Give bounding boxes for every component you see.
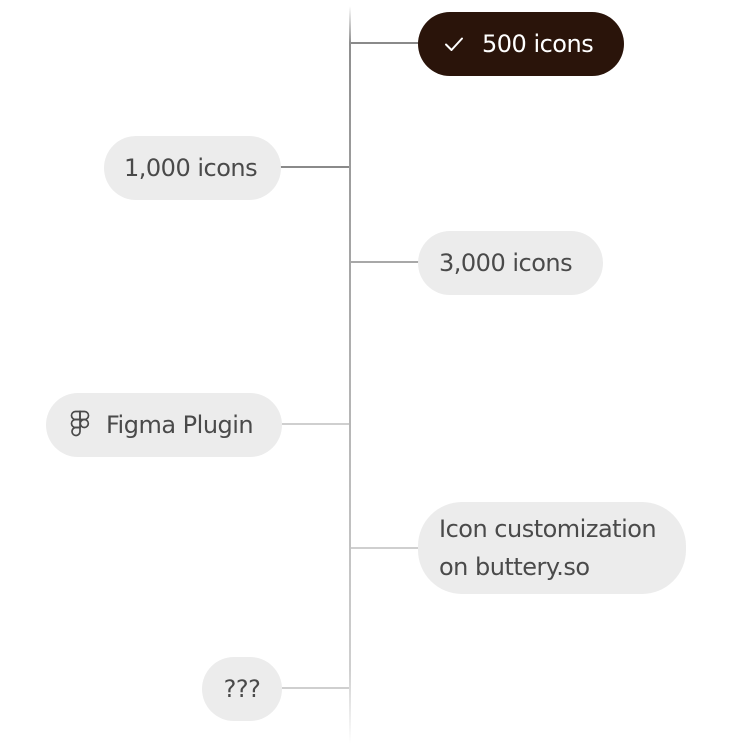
connector-icon-customization	[351, 547, 419, 549]
timeline-spine	[349, 6, 351, 744]
milestone-label: 500 icons	[482, 30, 594, 58]
milestone-label: ???	[223, 675, 261, 703]
milestone-label: 3,000 icons	[439, 249, 573, 277]
milestone-500-icons: 500 icons	[418, 12, 624, 76]
connector-unknown	[282, 687, 349, 689]
milestone-label: Icon customization on buttery.so	[439, 515, 657, 581]
figma-icon	[70, 410, 90, 440]
milestone-unknown: ???	[202, 657, 282, 721]
milestone-icon-customization: Icon customization on buttery.so	[418, 502, 686, 594]
milestone-label: Figma Plugin	[106, 411, 254, 439]
milestone-3000-icons: 3,000 icons	[418, 231, 603, 295]
connector-1000-icons	[280, 166, 349, 168]
check-icon	[442, 32, 466, 56]
milestone-1000-icons: 1,000 icons	[104, 136, 281, 200]
milestone-label: 1,000 icons	[124, 154, 258, 182]
connector-figma-plugin	[282, 423, 349, 425]
connector-3000-icons	[351, 261, 419, 263]
connector-500-icons	[351, 42, 419, 44]
milestone-figma-plugin: Figma Plugin	[46, 393, 282, 457]
